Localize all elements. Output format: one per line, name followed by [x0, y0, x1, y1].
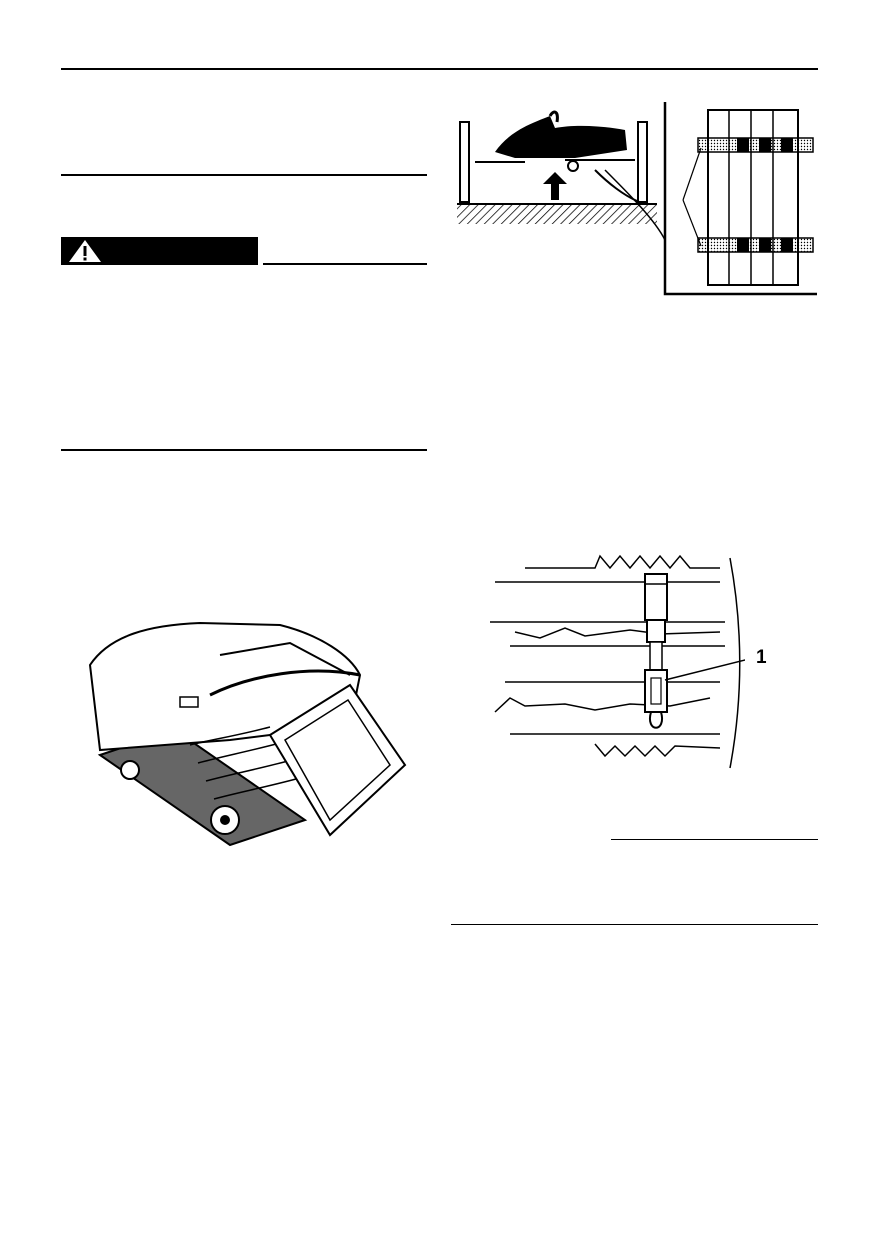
warning-rule	[263, 263, 427, 265]
tension-gauge-figure	[490, 554, 745, 769]
lift-arrow-icon	[543, 172, 567, 200]
header-rule	[61, 68, 818, 70]
jack-stand-figure	[457, 102, 817, 296]
note-rule	[611, 839, 818, 840]
track-detail	[682, 109, 814, 286]
rear-track-figure	[88, 621, 407, 847]
section-rule-top	[61, 174, 427, 176]
warning-triangle-icon	[69, 240, 101, 262]
snowmobile-silhouette	[475, 110, 646, 205]
warning-banner	[61, 237, 258, 265]
warning-end-rule	[61, 449, 427, 451]
gauge-tool	[644, 573, 668, 729]
note-end-rule	[451, 924, 818, 925]
callout-1: 1	[756, 647, 767, 668]
